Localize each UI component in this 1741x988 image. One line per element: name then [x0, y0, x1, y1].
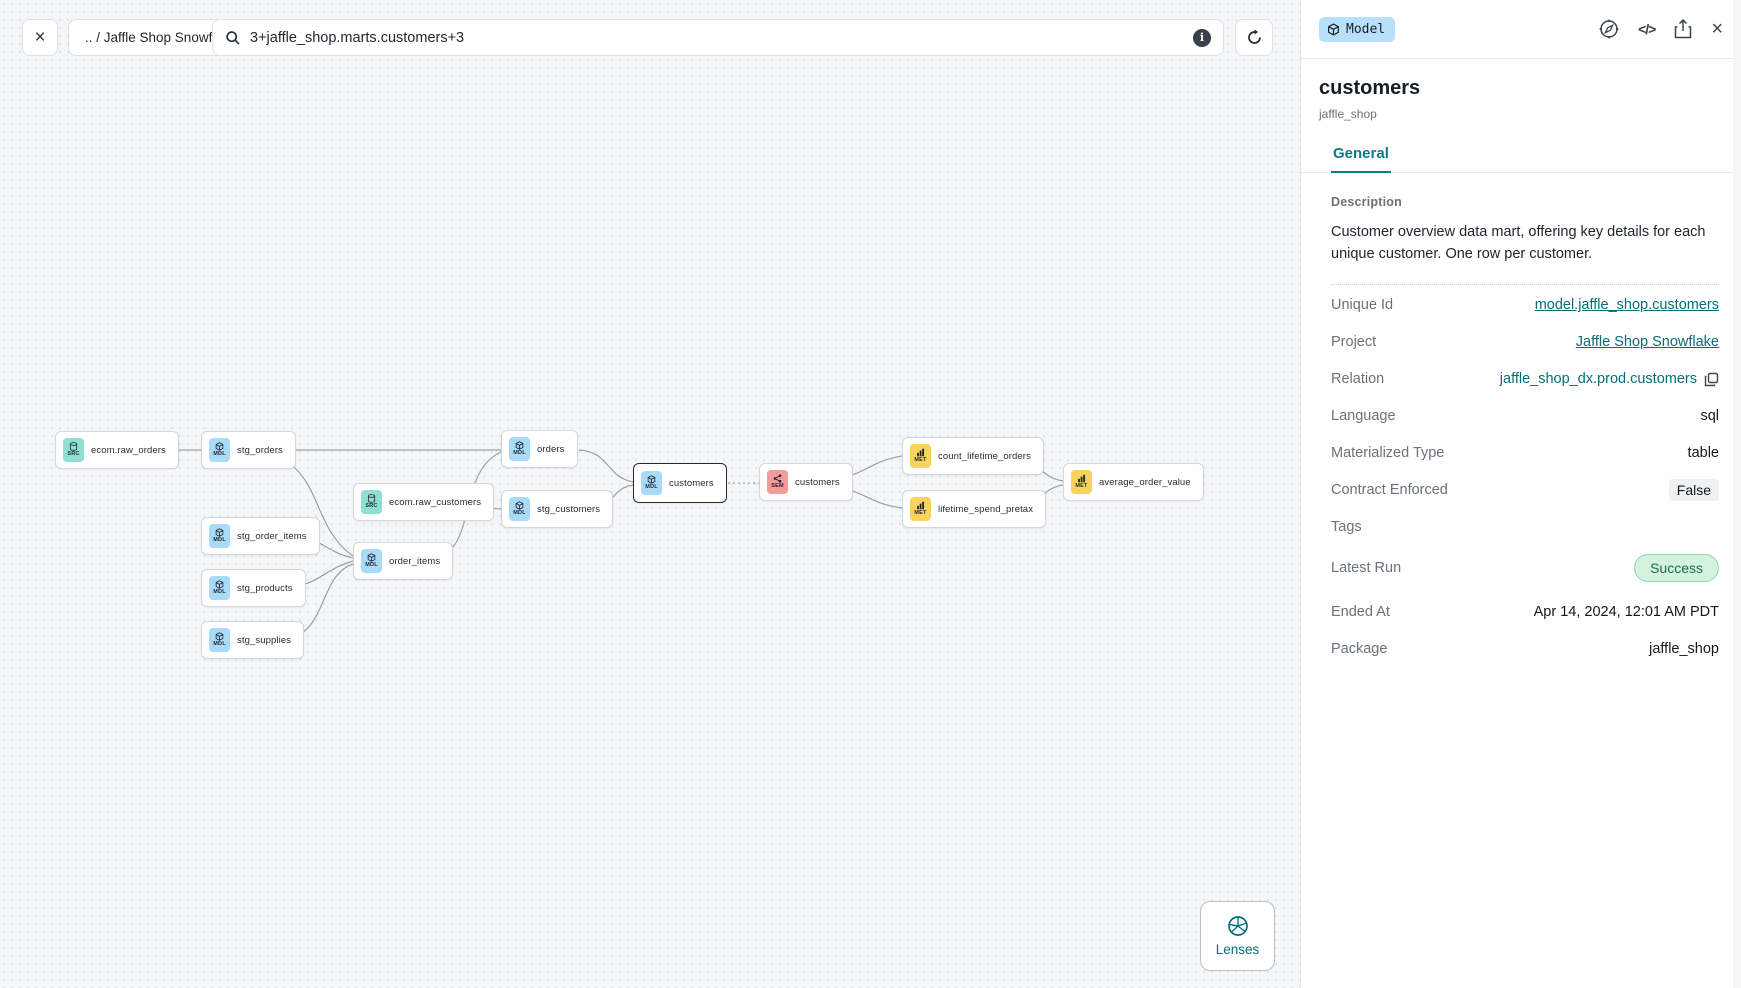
node-label: customers — [669, 477, 714, 489]
selector-search: i — [212, 19, 1224, 56]
node-label: count_lifetime_orders — [938, 450, 1031, 462]
panel-tabs: General — [1301, 135, 1741, 173]
refresh-icon — [1247, 29, 1261, 44]
graph-topbar: × .. / Jaffle Shop Snowflake i — [0, 0, 1300, 76]
metric-icon: MET — [910, 497, 931, 521]
copy-icon[interactable] — [1704, 372, 1719, 387]
model-icon: MDL — [209, 438, 230, 462]
source-icon: SRC — [361, 490, 382, 514]
graph-node-stg-products[interactable]: MDL stg_products — [201, 569, 306, 607]
refresh-button[interactable] — [1235, 19, 1273, 56]
tab-general[interactable]: General — [1331, 135, 1391, 173]
field-contract-enforced: Contract Enforced False — [1331, 472, 1719, 509]
ended-at-value: Apr 14, 2024, 12:01 AM PDT — [1533, 604, 1719, 621]
field-latest-run: Latest Run Success — [1331, 546, 1719, 590]
lenses-label: Lenses — [1215, 942, 1260, 957]
lenses-icon — [1227, 916, 1248, 936]
node-label: ecom.raw_customers — [389, 496, 482, 508]
relation-value: jaffle_shop_dx.prod.customers — [1499, 371, 1697, 388]
graph-node-stg-customers[interactable]: MDL stg_customers — [501, 490, 614, 528]
description-text: Customer overview data mart, offering ke… — [1331, 224, 1706, 263]
field-relation: Relation jaffle_shop_dx.prod.customers — [1331, 361, 1719, 398]
graph-node-stg-supplies[interactable]: MDL stg_supplies — [201, 621, 305, 659]
field-ended-at: Ended At Apr 14, 2024, 12:01 AM PDT — [1331, 604, 1719, 621]
close-graph-button[interactable]: × — [22, 19, 58, 56]
model-icon: MDL — [641, 471, 662, 495]
info-icon[interactable]: i — [1193, 28, 1211, 47]
contract-enforced-value: False — [1668, 479, 1719, 502]
graph-node-lifetime-spend-pretax[interactable]: MET lifetime_spend_pretax — [902, 490, 1047, 528]
model-cube-icon — [1327, 23, 1340, 36]
graph-node-order-items[interactable]: MDL order_items — [353, 542, 454, 580]
details-panel: Model </> × — [1300, 0, 1741, 988]
close-panel-icon[interactable]: × — [1711, 18, 1723, 40]
node-label: stg_supplies — [237, 634, 292, 646]
panel-scrollbar[interactable] — [1733, 0, 1741, 988]
page-title: customers — [1319, 77, 1421, 99]
description-label: Description — [1331, 195, 1402, 209]
field-language: Language sql — [1331, 408, 1719, 425]
semantic-model-icon: SEM — [767, 470, 788, 494]
language-value: sql — [1700, 408, 1719, 425]
materialized-type-value: table — [1687, 445, 1719, 462]
panel-header: Model </> × — [1301, 0, 1741, 59]
graph-node-average-order-value[interactable]: MET average_order_value — [1063, 463, 1204, 501]
node-label: stg_order_items — [237, 530, 307, 542]
field-unique-id: Unique Id model.jaffle_shop.customers — [1331, 297, 1719, 314]
model-icon: MDL — [209, 524, 230, 548]
source-icon: SRC — [63, 438, 84, 462]
graph-node-ecom-raw-orders[interactable]: SRC ecom.raw_orders — [55, 431, 179, 469]
field-materialized-type: Materialized Type table — [1331, 445, 1719, 462]
search-icon — [226, 30, 240, 45]
share-icon[interactable] — [1674, 19, 1692, 39]
node-label: order_items — [389, 555, 441, 567]
node-label: stg_products — [237, 582, 293, 594]
model-icon: MDL — [209, 628, 230, 652]
unique-id-link[interactable]: model.jaffle_shop.customers — [1534, 297, 1719, 314]
status-badge[interactable]: Success — [1634, 553, 1719, 582]
graph-node-stg-orders[interactable]: MDL stg_orders — [201, 431, 296, 469]
node-label: lifetime_spend_pretax — [938, 503, 1034, 515]
node-label: stg_customers — [537, 503, 601, 515]
node-label: ecom.raw_orders — [91, 444, 166, 456]
model-icon: MDL — [361, 549, 382, 573]
node-label: average_order_value — [1099, 476, 1191, 488]
field-tags: Tags — [1331, 519, 1362, 536]
lineage-canvas[interactable]: SRC ecom.raw_orders MDL stg_orders MDL s… — [0, 0, 1300, 988]
project-link[interactable]: Jaffle Shop Snowflake — [1575, 334, 1719, 351]
field-package: Package jaffle_shop — [1331, 641, 1719, 658]
graph-node-customers-semantic[interactable]: SEM customers — [759, 463, 853, 501]
search-input[interactable] — [250, 29, 1184, 46]
node-label: orders — [537, 443, 565, 455]
node-label: stg_orders — [237, 444, 283, 456]
field-project: Project Jaffle Shop Snowflake — [1331, 334, 1719, 351]
explore-lineage-icon[interactable] — [1599, 19, 1619, 39]
view-code-icon[interactable]: </> — [1638, 21, 1656, 37]
graph-node-stg-order-items[interactable]: MDL stg_order_items — [201, 517, 320, 555]
package-value: jaffle_shop — [1649, 641, 1719, 658]
graph-node-ecom-raw-customers[interactable]: SRC ecom.raw_customers — [353, 483, 495, 521]
model-icon: MDL — [509, 497, 530, 521]
graph-node-customers-model[interactable]: MDL customers — [633, 463, 727, 503]
node-label: customers — [795, 476, 840, 488]
metric-icon: MET — [1071, 470, 1092, 494]
model-icon: MDL — [209, 576, 230, 600]
section-divider — [1331, 283, 1719, 285]
model-type-badge: Model — [1319, 16, 1396, 42]
lenses-button[interactable]: Lenses — [1200, 901, 1275, 971]
graph-node-orders[interactable]: MDL orders — [501, 430, 578, 468]
graph-node-count-lifetime-orders[interactable]: MET count_lifetime_orders — [902, 437, 1044, 475]
model-icon: MDL — [509, 437, 530, 461]
page-subtitle: jaffle_shop — [1319, 107, 1377, 121]
metric-icon: MET — [910, 444, 931, 468]
